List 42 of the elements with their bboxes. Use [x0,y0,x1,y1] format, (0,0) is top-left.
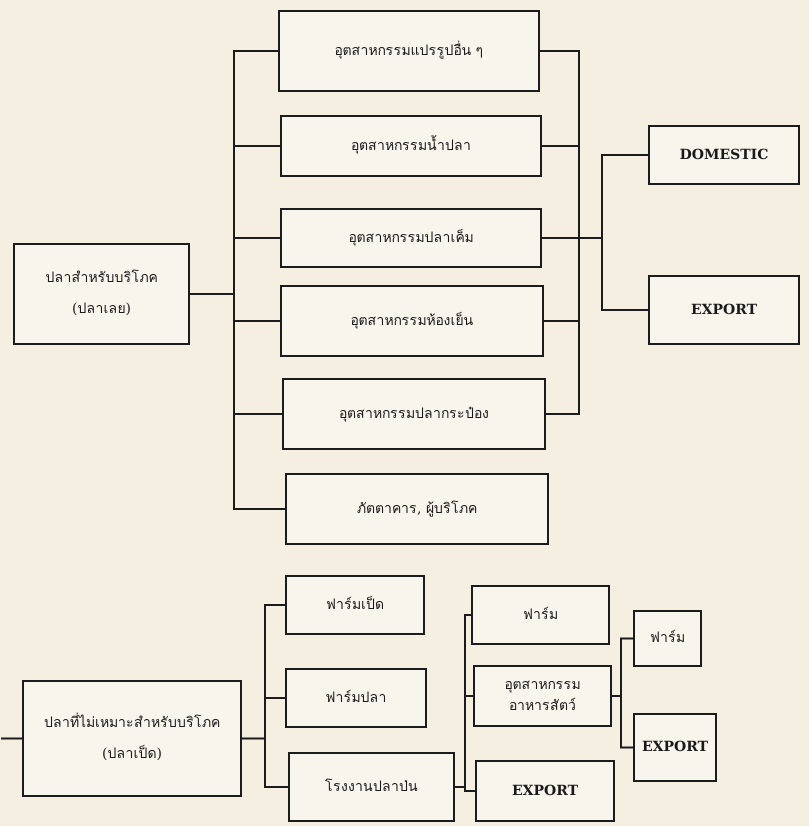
connector-line [1,738,22,740]
connector-line [455,786,475,792]
process-box [471,585,610,645]
node-label: EXPORT [690,300,758,320]
process-box [648,125,800,185]
node-label: อุตสาหกรรมปลากระป๋อง [339,404,489,424]
process-box [22,680,242,797]
node-label: โรงงานปลาป่น [325,778,418,796]
connector-line [546,237,648,415]
node-label: อุตสาหกรรมอาหารสัตว์ [504,676,582,716]
node-label: อุตสาหกรรมปลาเค็ม [348,228,474,248]
node-label: ฟาร์ม [650,628,685,648]
process-box [13,243,190,345]
connector-line [190,293,285,510]
process-box [633,610,702,667]
node-label: อุตสาหกรรมน้ำปลา [351,136,471,156]
process-box [288,752,455,822]
node-label: ฟาร์มเป็ด [326,594,384,614]
node-label: DOMESTIC [680,146,768,164]
process-box [282,378,546,450]
process-box [280,285,544,357]
process-box [475,760,615,822]
node-label: ฟาร์ม [523,606,558,624]
process-box [285,473,549,545]
process-box [280,208,542,268]
node-label: ภัตตาคาร, ผู้บริโภค [357,500,477,519]
node-label: ปลาสำหรับบริโภค (ปลาเลย) [44,268,158,319]
process-box [633,713,717,782]
connector-line [242,738,288,788]
node-label: อุตสาหกรรมแปรรูปอื่น ๆ [334,40,484,61]
process-box [280,115,542,177]
process-box [473,665,612,727]
node-label: ฟาร์มปลา [326,688,386,708]
process-box [285,575,425,635]
process-box [648,275,800,345]
node-label: ปลาที่ไม่เหมาะสำหรับบริโภค (ปลาเป็ด) [43,712,221,764]
connector-line [612,695,633,748]
process-box [278,10,540,92]
node-label: อุตสาหกรรมห้องเย็น [350,310,474,331]
node-label: EXPORT [642,738,708,757]
process-box [285,668,427,728]
node-label: EXPORT [512,782,578,800]
